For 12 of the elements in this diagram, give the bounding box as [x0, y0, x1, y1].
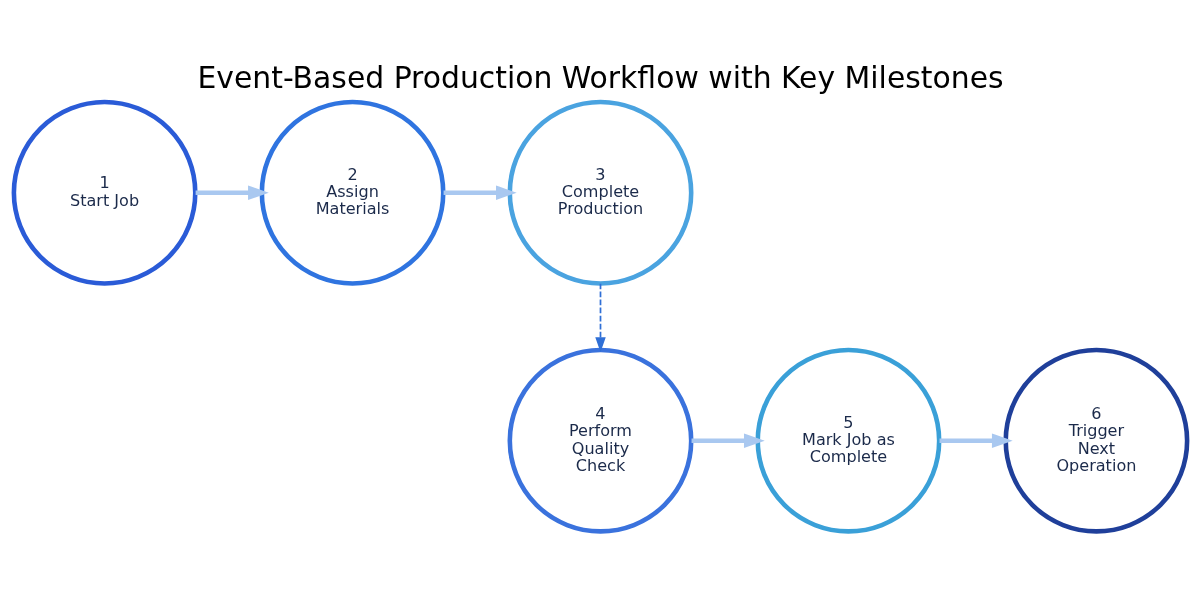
- diagram-title: Event-Based Production Workflow with Key Milestones: [196, 59, 1004, 95]
- arrow: [594, 282, 606, 352]
- node-circle: 2 Assign Materials: [259, 99, 446, 286]
- node-circle: 3 Complete Production: [507, 99, 693, 286]
- node-circle: 1 Start Job: [11, 99, 198, 286]
- node-circle: 6 Trigger Next Operation: [1002, 347, 1189, 534]
- arrow: [195, 185, 269, 200]
- arrow: [443, 185, 517, 200]
- node-circle: 5 Mark Job as Complete: [754, 347, 941, 534]
- arrow: [939, 432, 1013, 448]
- node-circle: 4 Perform Quality Check: [507, 347, 693, 534]
- arrow: [691, 432, 765, 448]
